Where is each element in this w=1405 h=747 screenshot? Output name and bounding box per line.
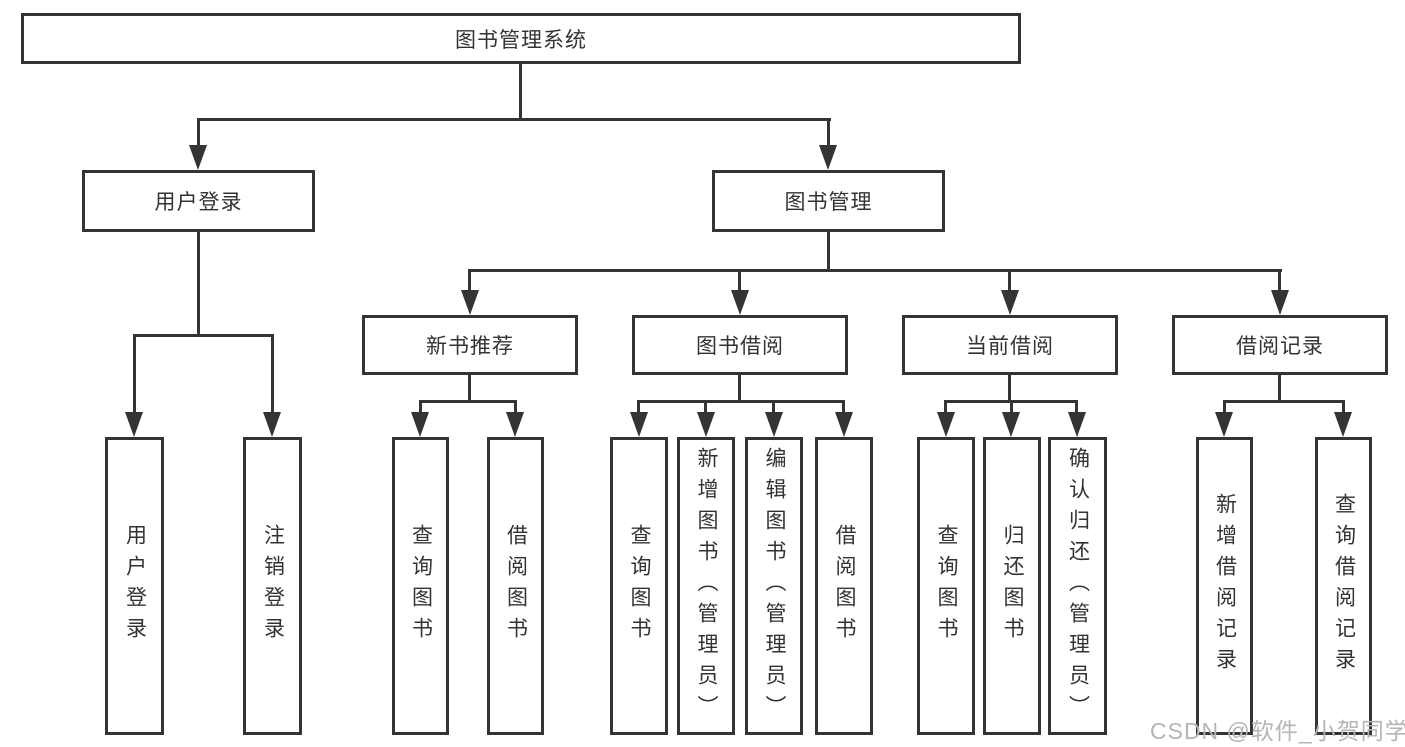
connector-root-stem [519,62,522,121]
connector-drop-book-borrow [738,269,741,294]
arrow-down-icon [697,412,715,437]
leaf-current-query-book: 查询图书 [917,437,975,735]
node-user-login-label: 用户登录 [154,191,243,214]
connector-recommend-hline [419,400,517,403]
leaf-confirm-return-admin: 确认归还（管理员） [1048,437,1107,735]
node-book-borrow: 图书借阅 [632,315,848,375]
connector-record-hline [1223,400,1345,403]
arrow-down-icon [506,412,524,437]
connector-drop-leaf [1223,400,1226,417]
leaf-current-query-book-label: 查询图书 [935,524,958,648]
connector-user-login-hline [133,334,274,337]
connector-book-borrow-stem [738,373,741,403]
arrow-down-icon [1002,412,1020,437]
arrow-down-icon [835,412,853,437]
arrow-down-icon [765,412,783,437]
connector-drop-leaf [842,400,845,417]
leaf-edit-book-admin: 编辑图书（管理员） [745,437,803,735]
connector-drop-leaf [1075,400,1078,417]
leaf-borrow-book: 借阅图书 [815,437,873,735]
connector-current-borrow-stem [1008,373,1011,403]
leaf-add-borrow-record-label: 新增借阅记录 [1213,493,1237,679]
connector-borrow-hline [637,400,845,403]
node-new-book-recommend-label: 新书推荐 [426,335,514,358]
connector-drop-leaf [1010,400,1013,417]
leaf-query-borrow-record-label: 查询借阅记录 [1332,493,1356,679]
arrow-down-icon [1271,290,1289,315]
connector-drop-borrow-record [1278,269,1281,294]
arrow-down-icon [1215,412,1233,437]
leaf-add-borrow-record: 新增借阅记录 [1196,437,1253,735]
connector-book-management-stem [827,230,830,272]
arrow-down-icon [189,145,207,170]
leaf-recommend-query-book-label: 查询图书 [409,524,433,648]
connector-level1-hline [197,118,831,121]
leaf-recommend-borrow-book-label: 借阅图书 [504,524,528,648]
node-root-label: 图书管理系统 [455,28,587,52]
connector-drop-leaf [772,400,775,417]
leaf-add-book-admin-label: 新增图书（管理员） [695,446,718,726]
connector-level3-hline [468,269,1282,272]
leaf-logout: 注销登录 [243,437,302,735]
node-root: 图书管理系统 [21,13,1021,64]
arrow-down-icon [630,412,648,437]
leaf-recommend-borrow-book: 借阅图书 [487,437,544,735]
node-book-management-label: 图书管理 [784,191,873,214]
leaf-logout-label: 注销登录 [261,524,285,648]
node-current-borrow: 当前借阅 [902,315,1118,375]
arrow-down-icon [125,412,143,437]
connector-drop-leaf [704,400,707,417]
node-user-login: 用户登录 [82,170,315,232]
connector-drop-user-login [197,118,200,148]
leaf-borrow-query-book-label: 查询图书 [628,524,651,648]
node-current-borrow-label: 当前借阅 [966,335,1054,358]
arrow-down-icon [731,290,749,315]
leaf-confirm-return-admin-label: 确认归还（管理员） [1066,446,1090,726]
connector-drop-current-borrow [1008,269,1011,294]
connector-drop-leaf [944,400,947,417]
connector-drop-book-management [827,118,830,148]
leaf-edit-book-admin-label: 编辑图书（管理员） [763,446,786,726]
leaf-user-login-label: 用户登录 [123,524,147,648]
connector-user-login-stem [197,230,200,337]
connector-drop-new-book-recommend [468,269,471,294]
node-borrow-record-label: 借阅记录 [1236,335,1324,358]
arrow-down-icon [263,412,281,437]
node-book-borrow-label: 图书借阅 [696,335,784,358]
arrow-down-icon [937,412,955,437]
connector-drop-leaf [133,334,136,414]
leaf-return-book-label: 归还图书 [1001,524,1024,648]
leaf-borrow-book-label: 借阅图书 [833,524,856,648]
node-borrow-record: 借阅记录 [1172,315,1388,375]
arrow-down-icon [461,290,479,315]
leaf-user-login: 用户登录 [105,437,164,735]
leaf-query-borrow-record: 查询借阅记录 [1315,437,1372,735]
connector-new-book-recommend-stem [468,373,471,403]
arrow-down-icon [411,412,429,437]
arrow-down-icon [1334,412,1352,437]
leaf-return-book: 归还图书 [983,437,1041,735]
arrow-down-icon [1068,412,1086,437]
connector-drop-leaf [514,400,517,417]
leaf-add-book-admin: 新增图书（管理员） [677,437,735,735]
node-book-management: 图书管理 [712,170,945,232]
leaf-borrow-query-book: 查询图书 [610,437,668,735]
connector-drop-leaf [419,400,422,417]
connector-drop-leaf [637,400,640,417]
connector-borrow-record-stem [1278,373,1281,403]
watermark-csdn: CSDN @软件_小贺同学 [1150,718,1405,744]
arrow-down-icon [819,145,837,170]
connector-drop-leaf [271,334,274,414]
connector-drop-leaf [1342,400,1345,417]
arrow-down-icon [1001,290,1019,315]
node-new-book-recommend: 新书推荐 [362,315,578,375]
leaf-recommend-query-book: 查询图书 [392,437,449,735]
